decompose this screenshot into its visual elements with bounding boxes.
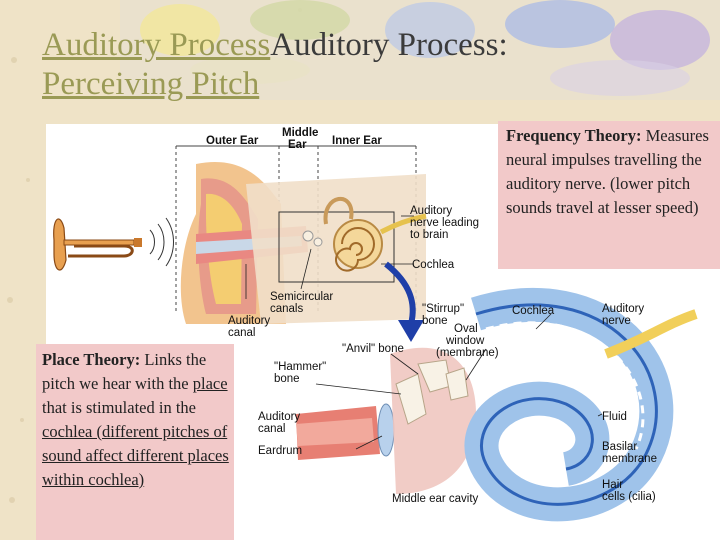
label-middle-ear-2: Ear — [288, 139, 307, 151]
place-theory-underlined: cochlea (different pitches of sound affe… — [42, 422, 229, 489]
frequency-theory-note: Frequency Theory: Measures neural impuls… — [498, 121, 720, 269]
title-link[interactable]: Auditory Process — [42, 27, 271, 63]
place-theory-body-middle: that is stimulated in the — [42, 398, 196, 417]
label-cochlea-top: Cochlea — [412, 259, 455, 271]
cochlea-spiral-icon — [333, 219, 383, 272]
label-oval-window-2: window — [445, 335, 485, 347]
label-auditory-canal-top-1: Auditory — [228, 315, 270, 327]
place-theory-place-word: place — [192, 374, 228, 393]
middle-inner-ear-detail — [296, 287, 698, 522]
title-line-1: Auditory Process: — [270, 27, 508, 63]
place-theory-note: Place Theory: Links the pitch we hear wi… — [36, 344, 234, 540]
place-theory-heading: Place Theory: — [42, 350, 141, 369]
label-middle-ear-cavity: Middle ear cavity — [392, 493, 479, 505]
label-basilar-1: Basilar — [602, 441, 637, 453]
label-semicircular-2: canals — [270, 303, 303, 315]
label-auditory-nerve-1: Auditory — [410, 205, 452, 217]
label-auditory-nerve-2: nerve leading — [410, 217, 479, 229]
label-hair-cells-2: cells (cilia) — [602, 491, 656, 503]
label-cochlea-detail: Cochlea — [512, 305, 555, 317]
label-auditory-canal-detail-1: Auditory — [258, 411, 300, 423]
label-hammer-1: "Hammer" — [274, 361, 326, 373]
ear-cross-section — [175, 145, 427, 324]
ear-anatomy-figure: Outer Ear Middle Ear Inner Ear Auditory … — [53, 127, 698, 522]
trumpet-icon — [53, 218, 142, 271]
label-stirrup-1: "Stirrup" — [422, 303, 464, 315]
sound-wave-icon — [149, 217, 174, 267]
frequency-theory-heading: Frequency Theory: — [506, 126, 642, 145]
title-line-2[interactable]: Perceiving Pitch — [42, 66, 260, 102]
label-hair-cells-1: Hair — [602, 479, 623, 491]
slide-title: Auditory ProcessAuditory Process: Percei… — [42, 26, 682, 104]
label-outer-ear: Outer Ear — [206, 135, 259, 147]
label-oval-window-3: (membrane) — [436, 347, 499, 359]
label-middle-ear-1: Middle — [282, 127, 318, 139]
label-oval-window-1: Oval — [454, 323, 478, 335]
frequency-theory-body: Measures neural impulses travelling the … — [506, 126, 709, 217]
curved-arrow-icon — [384, 261, 424, 342]
label-auditory-nerve-3: to brain — [410, 229, 448, 241]
flower-decoration — [120, 0, 720, 100]
label-anvil: "Anvil" bone — [342, 343, 404, 355]
label-inner-ear: Inner Ear — [332, 135, 382, 147]
label-auditory-nerve-detail-2: nerve — [602, 315, 631, 327]
label-auditory-canal-detail-2: canal — [258, 423, 286, 435]
place-theory-body-before: Links the pitch we hear with the — [42, 350, 207, 393]
label-auditory-nerve-detail-1: Auditory — [602, 303, 644, 315]
label-basilar-2: membrane — [602, 453, 657, 465]
label-auditory-canal-top-2: canal — [228, 327, 256, 339]
label-fluid: Fluid — [602, 411, 627, 423]
label-semicircular-1: Semicircular — [270, 291, 333, 303]
label-stirrup-2: bone — [422, 315, 448, 327]
label-hammer-2: bone — [274, 373, 300, 385]
label-eardrum: Eardrum — [258, 445, 302, 457]
